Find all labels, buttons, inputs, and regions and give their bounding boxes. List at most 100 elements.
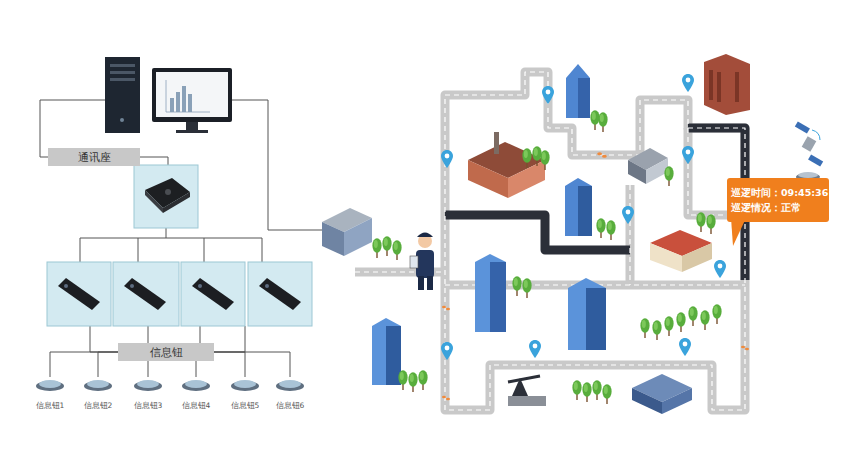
building	[468, 160, 508, 198]
info-button-base	[276, 381, 304, 391]
satellite	[795, 121, 823, 166]
road	[355, 72, 745, 410]
building	[508, 396, 546, 406]
satellite	[802, 136, 817, 151]
reader	[58, 278, 100, 310]
building	[578, 78, 590, 118]
tree	[398, 370, 407, 390]
info-button-top	[279, 380, 301, 388]
callout-pointer	[731, 218, 746, 246]
wire	[232, 100, 330, 230]
info-button: 信息钮5	[223, 377, 267, 413]
monitor	[166, 80, 167, 112]
node-text: 巡逻情况：正常	[731, 200, 825, 215]
monitor	[182, 86, 186, 112]
reader	[64, 284, 68, 288]
wire	[90, 326, 118, 352]
pc-tower	[105, 57, 140, 133]
monitor	[152, 68, 232, 133]
pc-tower	[110, 78, 135, 81]
communication-seat	[134, 165, 198, 228]
building	[490, 262, 506, 332]
tree	[700, 310, 709, 330]
location-pin	[622, 206, 634, 224]
building	[565, 178, 592, 236]
location-pin	[682, 146, 694, 164]
monitor	[156, 72, 228, 117]
info-button-top	[185, 380, 207, 388]
road	[629, 185, 630, 285]
tree	[522, 148, 531, 168]
reader	[47, 262, 312, 326]
tree	[606, 220, 615, 240]
location-pin	[441, 74, 726, 360]
guard-figure	[410, 233, 434, 291]
guard-figure	[416, 250, 434, 278]
building	[717, 72, 721, 102]
building	[508, 376, 540, 382]
info-button-top	[137, 380, 159, 388]
road	[355, 72, 745, 410]
info-button-top	[234, 380, 256, 388]
communication-seat	[163, 192, 190, 213]
connector-line	[148, 361, 149, 377]
info-button-icon	[133, 377, 163, 391]
wire	[166, 228, 167, 238]
tree	[382, 236, 391, 256]
wire	[80, 238, 262, 239]
tree	[418, 370, 427, 390]
monitor	[186, 122, 198, 130]
communication-seat	[134, 165, 198, 228]
info-button-base	[36, 381, 64, 391]
info-button-icon	[181, 377, 211, 391]
wire	[80, 238, 81, 262]
satellite	[812, 130, 820, 140]
reader	[248, 262, 312, 326]
footsteps	[442, 152, 749, 400]
reader	[47, 262, 111, 326]
info-button-base	[182, 381, 210, 391]
reader	[181, 262, 245, 326]
building	[628, 160, 646, 184]
info-button-icon	[35, 377, 65, 391]
info-button: 信息钮4	[174, 377, 218, 413]
tree	[640, 318, 649, 338]
pc-tower	[120, 118, 124, 122]
connector-line	[214, 352, 290, 377]
location-pin	[682, 74, 694, 92]
building	[704, 54, 750, 115]
communication-seat	[165, 189, 171, 195]
node-text: 通讯座	[78, 150, 111, 165]
connector-line	[196, 361, 197, 377]
tree	[540, 150, 549, 170]
building	[650, 243, 682, 272]
building	[322, 54, 750, 414]
location-pin	[441, 150, 453, 168]
road	[445, 72, 745, 410]
building	[568, 278, 606, 350]
wire	[262, 238, 263, 262]
tree	[590, 110, 599, 130]
reader	[64, 284, 269, 288]
building	[578, 186, 592, 236]
building	[735, 72, 739, 102]
tree	[696, 212, 705, 232]
footsteps	[442, 306, 450, 311]
location-pin	[441, 342, 453, 360]
node-text: 巡逻时间：09:45:36	[731, 185, 825, 200]
guard-figure	[417, 233, 433, 238]
monitor	[176, 130, 208, 133]
connector-line	[98, 352, 118, 377]
wire	[200, 326, 201, 343]
reader	[192, 278, 234, 310]
building	[586, 288, 606, 350]
info-button-icon	[275, 377, 305, 391]
info-button: 信息钮1	[28, 377, 72, 413]
pc-tower	[105, 57, 140, 133]
tree	[664, 316, 673, 336]
node-text: 信息钮5	[231, 401, 260, 411]
reader	[124, 278, 166, 310]
location-pin	[679, 338, 691, 356]
tree	[664, 166, 673, 186]
building	[566, 64, 590, 118]
